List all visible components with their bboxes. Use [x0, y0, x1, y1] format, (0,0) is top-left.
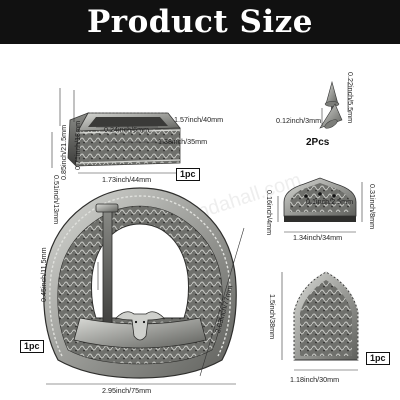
loop-length-label: 1.73inch/44mm — [102, 175, 152, 184]
buckle-prong — [102, 207, 113, 331]
belt-loop — [67, 112, 181, 167]
loop-width-label: 1.57inch/40mm — [174, 115, 224, 124]
large-belt-tip — [293, 271, 359, 361]
loop-inner-height-label: 0.71inch/18mm — [73, 120, 82, 170]
spike-rivets — [319, 80, 343, 129]
longhorn-ornament — [115, 311, 165, 341]
small-tip-width-label: 1.34inch/34mm — [293, 233, 343, 242]
product-drawing-svg — [43, 80, 363, 385]
buckle-dimension-lines — [46, 227, 245, 385]
loop-dimension-lines — [51, 88, 180, 174]
loop-left-side — [67, 112, 89, 167]
buckle-quantity-badge: 1pc — [20, 340, 44, 353]
product-illustration: www.pandahall.com — [0, 44, 400, 400]
spikes-quantity-badge: 2Pcs — [306, 137, 330, 148]
page-title: Product Size — [86, 4, 313, 40]
loop-inner-width-label: 1.38inch/35mm — [158, 137, 208, 146]
horseshoe-buckle — [43, 187, 237, 379]
loop-quantity-badge: 1pc — [176, 168, 200, 181]
small-tip-thickness-label: 0.16inch/4mm — [265, 190, 274, 236]
small-tip-hole-label: 0.1inch/2.5mm — [306, 197, 354, 206]
large-tip-height-label: 1.5inch/38mm — [268, 294, 277, 340]
large-tip-width-label: 1.18inch/30mm — [290, 375, 340, 384]
loop-height-label: 0.85inch/21.5mm — [59, 124, 68, 180]
spike-length-label: 0.22inch/5.5mm — [346, 72, 355, 124]
loop-slot-label: 0.24inch/6mm — [104, 125, 150, 134]
small-belt-tip — [283, 177, 357, 222]
loop-depth-label: 0.51inch/13mm — [52, 175, 61, 225]
buckle-bar-label: 0.45inch/11.5mm — [39, 247, 48, 302]
loop-slot — [88, 117, 168, 127]
small-tip-height-label: 0.31inch/8mm — [368, 184, 377, 230]
spike-diameter-label: 0.12inch/3mm — [276, 116, 322, 125]
large-tip-dimension-lines — [281, 272, 358, 371]
title-banner: Product Size — [0, 0, 400, 44]
buckle-width-label: 2.95inch/75mm — [102, 386, 152, 395]
spike-rivet-2 — [319, 103, 343, 129]
small-tip-dimension-lines — [277, 182, 363, 233]
large-tip-quantity-badge: 1pc — [366, 352, 390, 365]
